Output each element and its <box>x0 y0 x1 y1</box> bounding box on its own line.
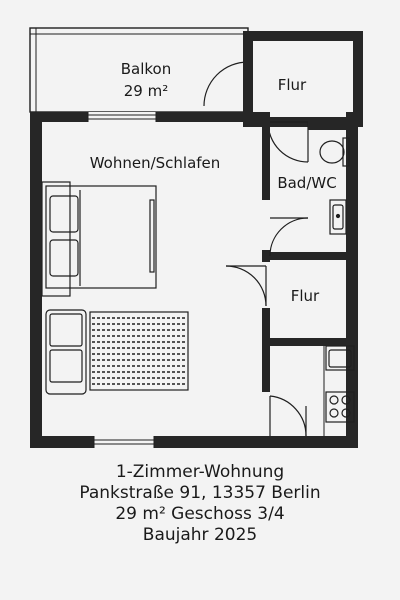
window-top <box>87 112 157 122</box>
apartment-type: 1-Zimmer-Wohnung <box>115 462 285 482</box>
balcony-label: Balkon <box>121 60 172 78</box>
rug-icon <box>89 311 189 391</box>
hall-bottom-label: Flur <box>291 287 320 305</box>
plan-caption: 1-Zimmer-Wohnung Pankstraße 91, 13357 Be… <box>0 462 400 546</box>
floor-plan: Balkon 29 m² Flur <box>29 27 363 448</box>
size-floor: 29 m² Geschoss 3/4 <box>115 504 285 524</box>
toilet-icon <box>319 137 350 167</box>
sofa-icon <box>45 309 87 395</box>
hall-top-door <box>267 121 309 163</box>
living-label: Wohnen/Schlafen <box>90 154 221 172</box>
balcony-door <box>203 61 249 107</box>
bathroom-label: Bad/WC <box>277 174 336 192</box>
kitchen-door <box>269 395 307 437</box>
kitchen-sink-icon <box>325 345 355 371</box>
living-door <box>225 265 267 307</box>
window-bottom <box>93 436 155 448</box>
balcony: Balkon 29 m² <box>29 27 249 113</box>
hall-top-label: Flur <box>278 76 307 94</box>
bath-door <box>269 217 309 257</box>
hall-top: Flur <box>243 31 363 127</box>
stove-icon <box>325 391 355 423</box>
bed-icon <box>41 181 157 297</box>
address: Pankstraße 91, 13357 Berlin <box>79 483 321 503</box>
sink-icon <box>329 199 347 235</box>
build-year: Baujahr 2025 <box>142 525 258 545</box>
balcony-area: 29 m² <box>124 82 168 100</box>
